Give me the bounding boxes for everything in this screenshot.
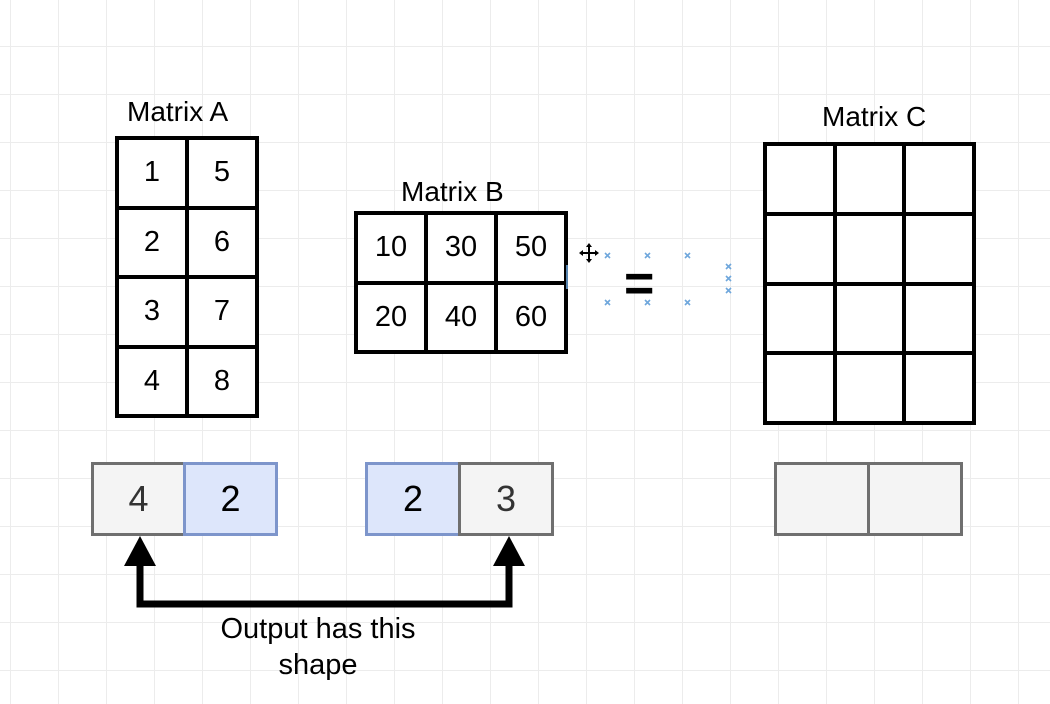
- matrix-c-cell: [765, 144, 835, 214]
- selection-handle: [725, 275, 732, 282]
- matrix-a[interactable]: 1 5 2 6 3 7 4 8: [115, 136, 259, 418]
- matrix-b-cell: 50: [496, 213, 566, 283]
- shape-c[interactable]: [774, 462, 963, 536]
- matrix-a-cell: 6: [187, 207, 257, 277]
- selection-handle: [604, 252, 611, 259]
- move-cursor-icon: [579, 243, 599, 263]
- shape-c-cols[interactable]: [867, 462, 963, 536]
- arrow-head-left-icon: [124, 536, 156, 566]
- shape-b-cols[interactable]: 3: [458, 462, 554, 536]
- matrix-b-cell: 10: [356, 213, 426, 283]
- selection-handle: [684, 299, 691, 306]
- shape-a[interactable]: 4 2: [91, 462, 278, 536]
- matrix-a-cell: 8: [187, 346, 257, 416]
- selection-handle: [644, 252, 651, 259]
- annotation-line-1: Output has this: [220, 613, 416, 645]
- selection-handle: [684, 252, 691, 259]
- matrix-c-cell: [765, 213, 835, 284]
- arrow-head-right-icon: [493, 536, 525, 566]
- annotation-line-2: shape: [278, 649, 358, 681]
- matrix-c-cell: [834, 283, 905, 354]
- matrix-c-cell: [834, 144, 905, 214]
- matrix-a-cell: 3: [117, 277, 187, 347]
- selection-handle: [725, 287, 732, 294]
- matrix-a-cell: 1: [117, 138, 187, 208]
- matrix-b-cell: 20: [356, 282, 426, 352]
- matrix-c-cell: [765, 353, 835, 423]
- matrix-c-cell: [904, 213, 974, 284]
- matrix-b-title: Matrix B: [401, 176, 504, 207]
- shape-b[interactable]: 2 3: [365, 462, 554, 536]
- matrix-c-cell: [834, 213, 905, 284]
- matrix-a-cell: 7: [187, 277, 257, 347]
- matrix-c[interactable]: [763, 142, 976, 425]
- shape-c-rows[interactable]: [774, 462, 870, 536]
- matrix-a-title: Matrix A: [127, 96, 229, 127]
- selection-handle: [644, 299, 651, 306]
- shape-b-rows[interactable]: 2: [365, 462, 461, 536]
- matrix-c-cell: [765, 283, 835, 354]
- selection-handle: [604, 299, 611, 306]
- output-shape-annotation: Output has this shape: [178, 611, 458, 683]
- matrix-c-cell: [904, 144, 974, 214]
- matrix-a-cell: 5: [187, 138, 257, 208]
- matrix-c-cell: [904, 353, 974, 423]
- shape-a-rows[interactable]: 4: [91, 462, 186, 536]
- matrix-a-cell: 4: [117, 346, 187, 416]
- matrix-c-cell: [834, 353, 905, 423]
- shape-a-cols[interactable]: 2: [183, 462, 278, 536]
- matrix-c-cell: [904, 283, 974, 354]
- selection-handle: [725, 263, 732, 270]
- selection-handles: [566, 252, 732, 306]
- matrix-b-cell: 40: [426, 282, 496, 352]
- shape-connector-line: [136, 558, 513, 608]
- matrix-b-cell: 30: [426, 213, 496, 283]
- matrix-b-cell: 60: [496, 282, 566, 352]
- matrix-c-title: Matrix C: [822, 101, 927, 132]
- matrix-a-cell: 2: [117, 207, 187, 277]
